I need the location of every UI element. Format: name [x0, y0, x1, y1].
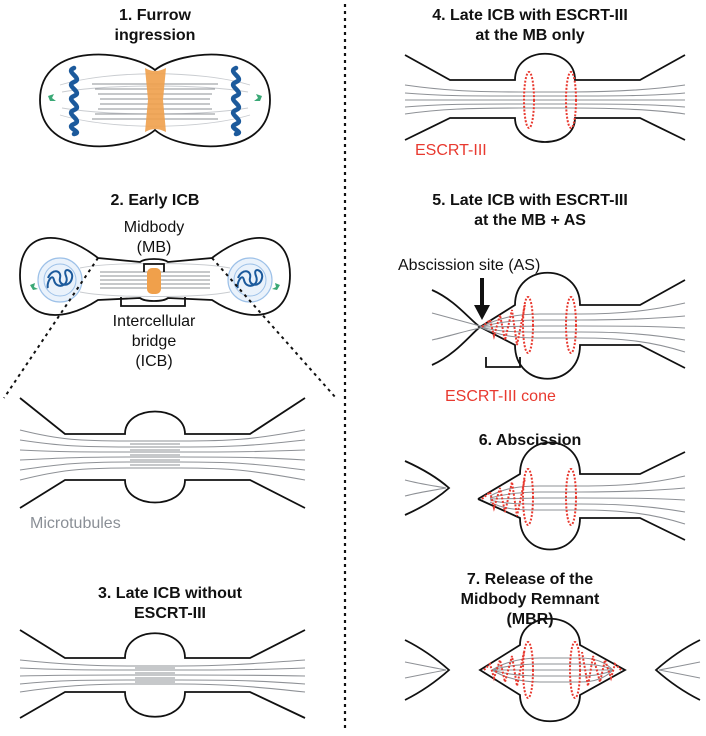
p7-right-daughter-tip	[654, 639, 701, 701]
p6-bridge-bottom	[477, 498, 686, 551]
p6-escrt-ring-left	[522, 468, 534, 526]
panel-7-title-line2: Midbody Remnant	[461, 591, 600, 608]
panel-1-title-line2: ingression	[115, 27, 196, 44]
p6-left-mt-1	[404, 479, 447, 489]
icb-label-line1: Intercellular	[113, 313, 196, 330]
p6-bridge-top	[477, 441, 686, 500]
panel-6: 6. Abscission	[404, 432, 686, 551]
panel-5-title-line2: at the MB + AS	[474, 212, 586, 229]
p5-escrt-ring-left	[522, 296, 534, 354]
late-icb-microtubules	[19, 659, 306, 693]
p5-escrt-ring-right	[565, 296, 577, 354]
late-icb-top	[19, 629, 306, 659]
late-icb-bottom	[19, 691, 306, 719]
arrow-down-icon	[474, 278, 490, 320]
zoomed-microtubules	[19, 429, 306, 481]
panel-7-title-line1: 7. Release of the	[467, 571, 593, 588]
panel-2-title: 2. Early ICB	[111, 192, 200, 209]
panel-4: 4. Late ICB with ESCRT-III at the MB onl…	[404, 7, 686, 159]
icb-label-line3: (ICB)	[135, 353, 172, 370]
p4-escrt-ring-right	[565, 71, 577, 129]
escrt-cone-spiral	[481, 304, 526, 346]
p4-bridge-bottom	[404, 117, 686, 143]
nucleus-right	[227, 257, 273, 303]
centrosome-right-2	[272, 283, 280, 290]
p6-left-mt-2	[404, 487, 447, 497]
escrt-cone-label: ESCRT-III cone	[445, 388, 556, 405]
midbody-label-line2: (MB)	[137, 239, 172, 256]
midbody-bracket	[143, 263, 165, 272]
panel-3-title-line2: ESCRT-III	[134, 605, 206, 622]
p7-right-mt-1	[658, 661, 701, 671]
p7-right-mt-2	[658, 669, 701, 679]
microtubules-label: Microtubules	[30, 515, 121, 532]
panel-7: 7. Release of the Midbody Remnant (MBR)	[404, 571, 701, 723]
zoom-line-right	[211, 257, 337, 399]
zoomed-bridge-bottom	[19, 479, 306, 509]
icb-bracket	[120, 297, 186, 307]
p7-left-mt-1	[404, 661, 447, 671]
panel-4-title-line1: 4. Late ICB with ESCRT-III	[432, 7, 628, 24]
p7-left-mt-2	[404, 669, 447, 679]
p7-escrt-cone-left	[483, 651, 525, 687]
centrosome-left-2	[30, 283, 38, 290]
escrt-cone-bracket	[485, 357, 521, 368]
abscission-site-label: Abscission site (AS)	[398, 257, 540, 274]
panel-7-title-line3: (MBR)	[506, 611, 553, 628]
panel-1-title-line1: 1. Furrow	[119, 7, 192, 24]
zoomed-bridge-top	[19, 397, 306, 435]
p4-bridge-top	[404, 52, 686, 81]
p4-escrt-label: ESCRT-III	[415, 142, 487, 159]
panel-1: 1. Furrow ingression	[39, 7, 271, 148]
p4-escrt-ring-left	[523, 71, 535, 129]
midbody-label-line1: Midbody	[124, 219, 184, 236]
p6-escrt-ring-right	[565, 468, 577, 526]
icb-label-line2: bridge	[132, 333, 177, 350]
centrosome-right	[254, 94, 262, 101]
chromosomes-right	[230, 65, 242, 137]
p5-microtubules	[431, 302, 686, 353]
midbody-orange	[147, 268, 161, 294]
p6-left-daughter-tip	[404, 460, 451, 516]
midbody-remnant-outline	[478, 617, 627, 723]
chromosomes-left	[68, 65, 80, 137]
panel-2: 2. Early ICB Midbody (MB) Intercellul	[3, 192, 337, 532]
panel-5-title-line1: 5. Late ICB with ESCRT-III	[432, 192, 628, 209]
panel-5: 5. Late ICB with ESCRT-III at the MB + A…	[398, 192, 686, 405]
panel-3: 3. Late ICB without ESCRT-III	[19, 585, 306, 719]
zoom-line-left	[3, 257, 99, 399]
p7-left-daughter-tip	[404, 639, 451, 701]
p7-escrt-cone-right	[581, 651, 622, 687]
p7-escrt-ring-left	[522, 641, 534, 699]
nucleus-left	[37, 257, 83, 303]
panel-4-title-line2: at the MB only	[475, 27, 584, 44]
panel-3-title-line1: 3. Late ICB without	[98, 585, 243, 602]
p7-escrt-ring-right	[569, 641, 581, 699]
p6-microtubules	[489, 475, 686, 525]
mbr-microtubules	[491, 657, 614, 683]
p5-bridge-top	[431, 272, 686, 329]
cleavage-furrow-ring	[145, 68, 166, 132]
panel-6-title: 6. Abscission	[479, 432, 582, 449]
centrosome-left	[48, 94, 56, 101]
p4-microtubules	[404, 84, 686, 115]
